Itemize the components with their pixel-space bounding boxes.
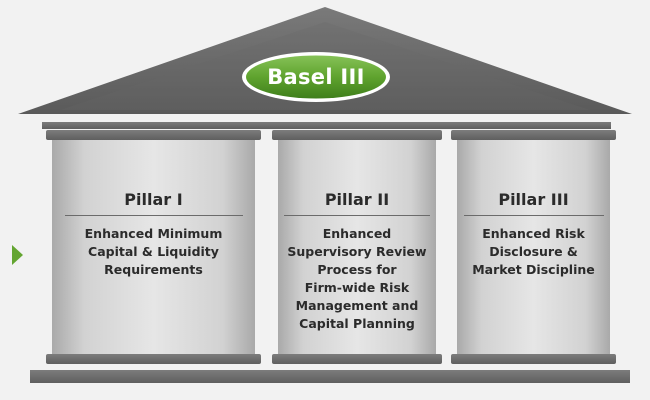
pillar-2: Pillar II Enhanced Supervisory Review Pr… bbox=[280, 190, 434, 333]
column-1 bbox=[46, 130, 261, 364]
basel-title: Basel III bbox=[267, 65, 365, 89]
pillar-2-description: Enhanced Supervisory Review Process for … bbox=[287, 226, 427, 331]
triangle-right-icon bbox=[12, 245, 23, 265]
pillar-3-description: Enhanced Risk Disclosure & Market Discip… bbox=[472, 226, 595, 277]
base-slab bbox=[30, 370, 630, 383]
pillar-1-description: Enhanced Minimum Capital & Liquidity Req… bbox=[84, 226, 223, 277]
pillar-3: Pillar III Enhanced Risk Disclosure & Ma… bbox=[459, 190, 608, 279]
pillar-3-title: Pillar III bbox=[463, 190, 604, 216]
basel-badge bbox=[246, 55, 386, 99]
column-2 bbox=[272, 130, 442, 364]
pillar-1: Pillar I Enhanced Minimum Capital & Liqu… bbox=[60, 190, 247, 279]
column-3 bbox=[451, 130, 616, 364]
pillar-1-title: Pillar I bbox=[64, 190, 243, 216]
roof-beam bbox=[42, 122, 611, 129]
pillar-2-title: Pillar II bbox=[284, 190, 430, 216]
